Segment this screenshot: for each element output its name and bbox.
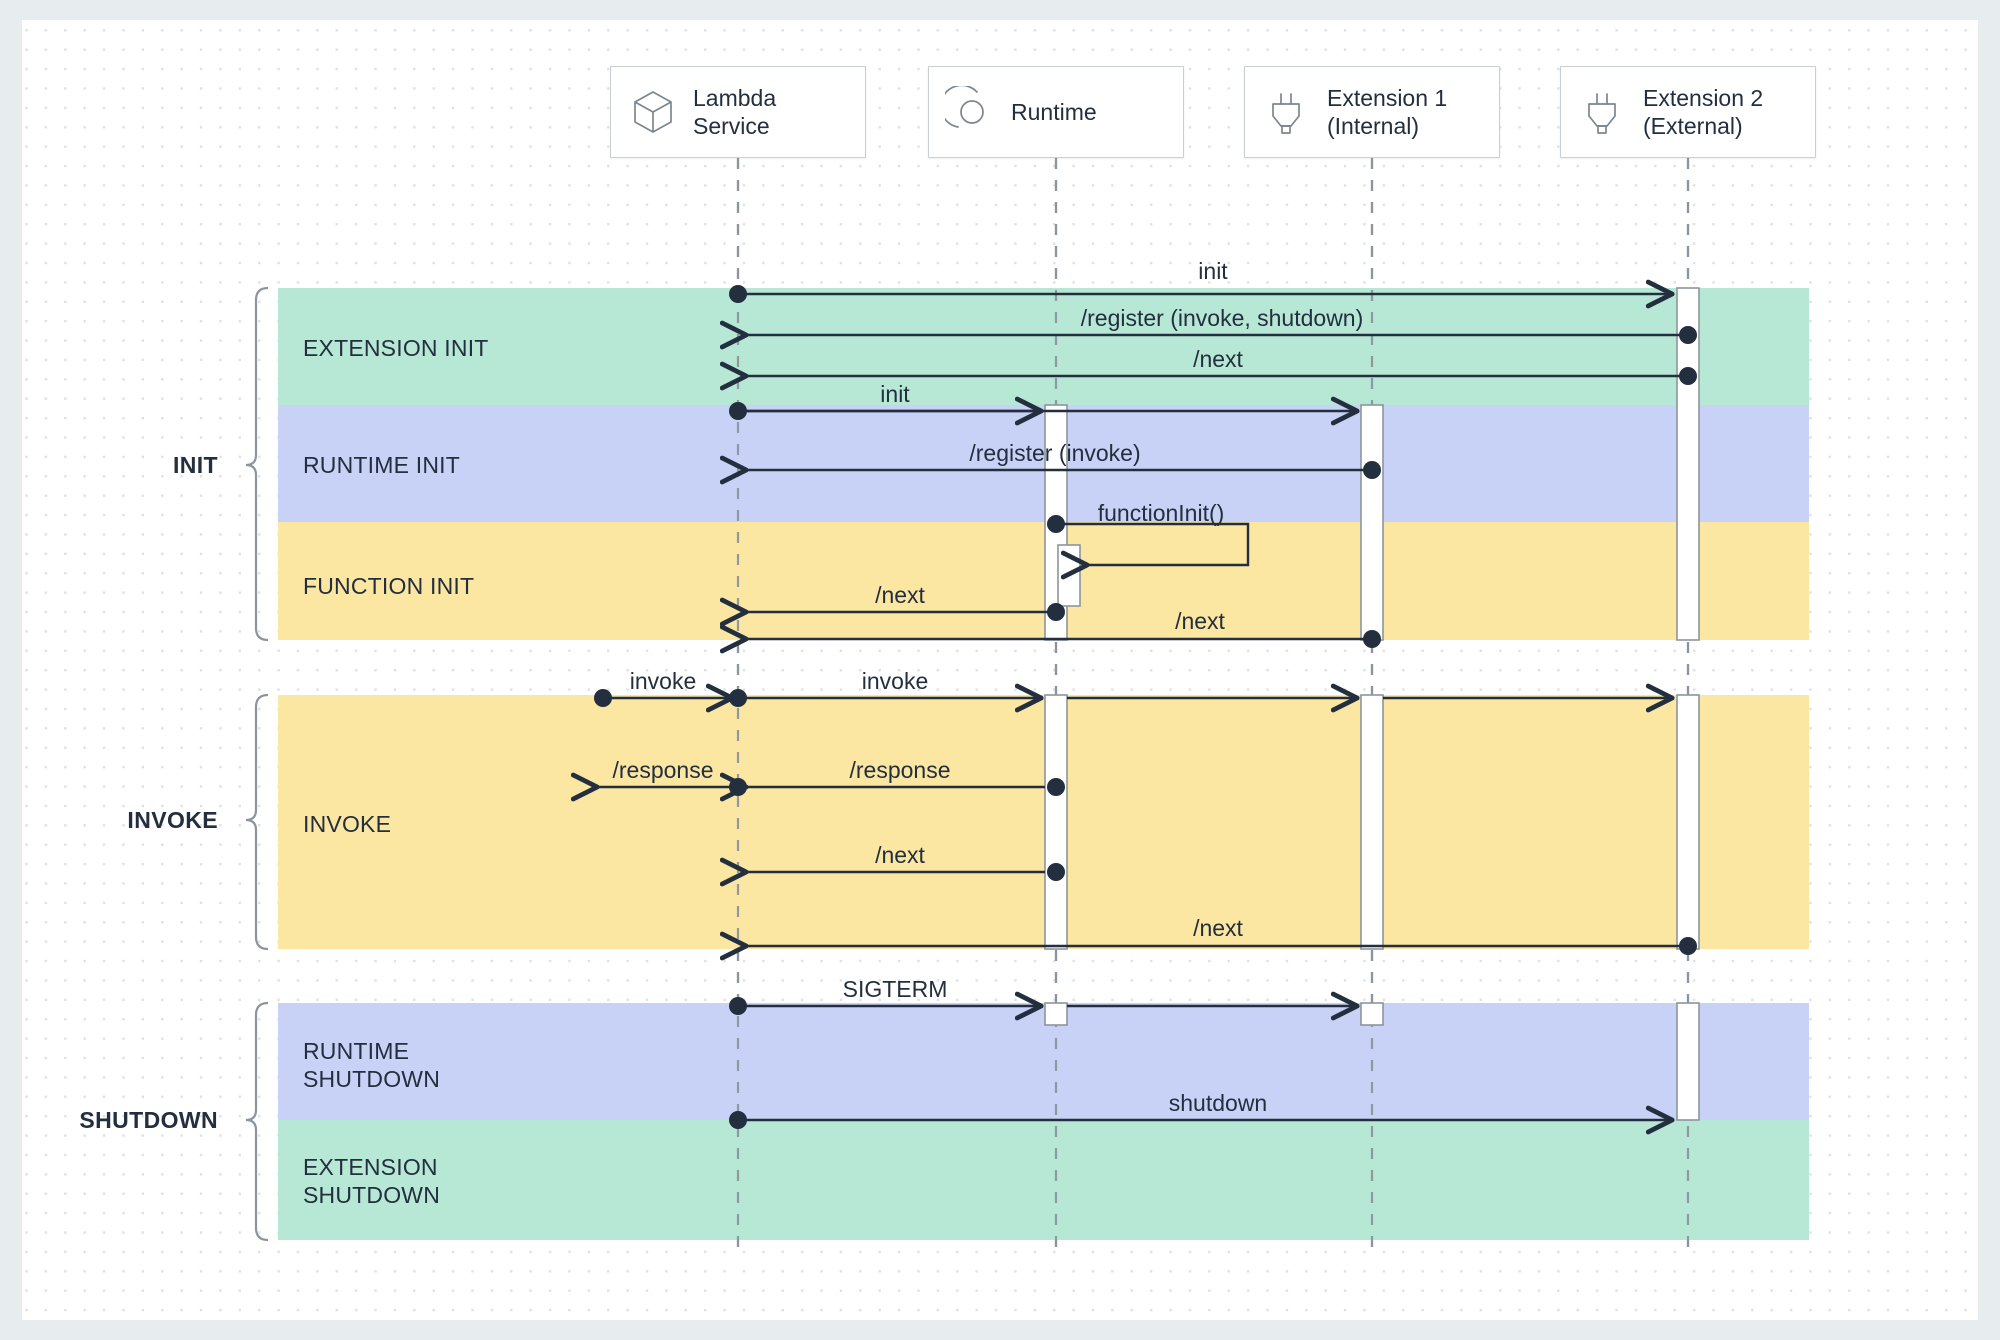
- message-m2-register-invoke-shutdown: [719, 320, 1697, 350]
- message-m12-response: [719, 772, 1065, 802]
- message-m13-next: [719, 857, 1065, 887]
- message-m10-invoke: [729, 683, 1675, 713]
- activation-ext2-shutdown: [1676, 1002, 1700, 1121]
- message-m1-init: [729, 279, 1675, 309]
- message-m3-next: [719, 361, 1697, 391]
- band-label-extension-shutdown: EXTENSION SHUTDOWN: [303, 1154, 441, 1209]
- brace-shutdown: [245, 1001, 269, 1242]
- message-label-m6: functionInit(): [1097, 500, 1225, 526]
- participant-extension-2[interactable]: Extension 2 (External): [1560, 66, 1816, 158]
- activation-ext1-shutdown: [1360, 1002, 1384, 1026]
- message-m5-register-invoke: [719, 455, 1381, 485]
- band-label-runtime-shutdown: RUNTIME SHUTDOWN: [303, 1038, 441, 1093]
- messages: [570, 279, 1697, 1135]
- activation-ext1-invoke: [1360, 694, 1384, 950]
- message-m7-next: [719, 597, 1065, 627]
- message-label-m13: /next: [875, 842, 925, 868]
- message-label-m7: /next: [875, 582, 925, 608]
- band-extension-init: [278, 288, 1809, 405]
- message-m16-shutdown: [729, 1105, 1675, 1135]
- phase-label-init: INIT: [172, 452, 218, 478]
- message-m15-sigterm: [729, 991, 1360, 1021]
- band-runtime-shutdown: [278, 1003, 1809, 1120]
- activation-runtime-functioninit: [1057, 544, 1081, 607]
- message-label-m2: /register (invoke, shutdown): [1080, 305, 1364, 331]
- brace-invoke: [245, 693, 269, 951]
- message-label-m5: /register (invoke): [969, 440, 1141, 466]
- participant-label: Runtime: [1011, 98, 1097, 125]
- message-label-m15: SIGTERM: [842, 976, 948, 1002]
- message-m14-next: [719, 931, 1697, 961]
- participant-label: Extension 2 (External): [1643, 84, 1764, 139]
- message-m6-functioninit: [1047, 515, 1250, 580]
- message-label-m10: invoke: [861, 668, 929, 694]
- message-label-m9: invoke: [629, 668, 697, 694]
- message-label-m11: /response: [612, 757, 714, 783]
- band-invoke: [278, 695, 1809, 949]
- message-label-m3: /next: [1193, 346, 1243, 372]
- activation-ext1-init: [1360, 404, 1384, 641]
- band-label-runtime-init: RUNTIME INIT: [303, 452, 460, 478]
- band-function-init: [278, 522, 1809, 640]
- message-label-m12: /response: [849, 757, 951, 783]
- brace-init: [245, 286, 269, 642]
- message-label-m4: init: [880, 381, 910, 407]
- participant-label: Lambda Service: [693, 84, 777, 139]
- activation-bars: [1044, 287, 1700, 1121]
- plug-icon: [1261, 86, 1313, 138]
- band-label-function-init: FUNCTION INIT: [303, 573, 475, 599]
- phase-braces: [245, 286, 269, 1242]
- message-label-m16: shutdown: [1168, 1090, 1268, 1116]
- phase-label-shutdown: SHUTDOWN: [79, 1107, 218, 1133]
- message-m9-invoke-external: [594, 683, 735, 713]
- message-m4-init: [729, 396, 1360, 426]
- message-m8-next: [719, 624, 1381, 654]
- activation-runtime-shutdown: [1044, 1002, 1068, 1026]
- band-extension-shutdown: [278, 1120, 1809, 1240]
- participant-extension-1[interactable]: Extension 1 (Internal): [1244, 66, 1500, 158]
- message-label-m1: init: [1198, 258, 1228, 284]
- participant-runtime[interactable]: Runtime: [928, 66, 1184, 158]
- plug-icon: [1577, 86, 1629, 138]
- band-label-invoke: INVOKE: [303, 811, 392, 837]
- band-label-extension-init: EXTENSION INIT: [303, 335, 489, 361]
- message-label-m8: /next: [1175, 608, 1225, 634]
- phase-label-invoke: INVOKE: [127, 807, 218, 833]
- message-label-m14: /next: [1193, 915, 1243, 941]
- activation-ext2-invoke: [1676, 694, 1700, 950]
- participant-lambda-service[interactable]: Lambda Service: [610, 66, 866, 158]
- activation-runtime-invoke: [1044, 694, 1068, 950]
- participant-label: Extension 1 (Internal): [1327, 84, 1448, 139]
- cube-icon: [627, 86, 679, 138]
